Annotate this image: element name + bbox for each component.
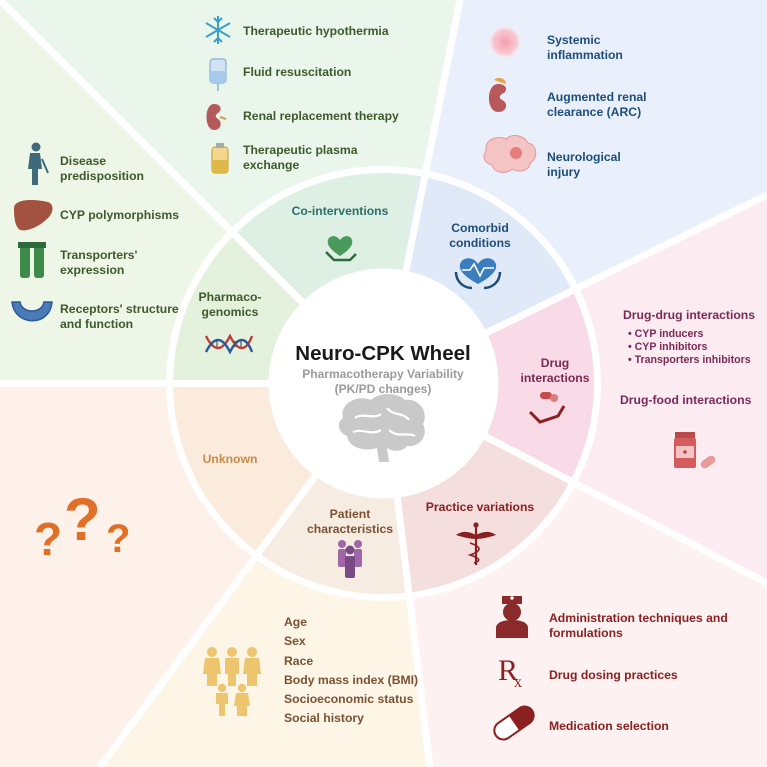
co-item-plasma-line2: exchange bbox=[243, 158, 300, 172]
question-mark-icon-large: ? bbox=[64, 486, 101, 553]
kidney-adrenal-icon bbox=[489, 77, 507, 112]
center-brain-icon bbox=[338, 394, 425, 462]
nurse-icon bbox=[496, 596, 528, 638]
comorbid-item-neuro-line2: injury bbox=[547, 165, 581, 179]
practice-item-administration-line1: Administration techniques and bbox=[549, 611, 728, 625]
ddi-bullet-cyp-inhibitors: • CYP inhibitors bbox=[628, 341, 708, 353]
person-icon bbox=[28, 142, 49, 185]
dna-icon bbox=[204, 333, 254, 355]
medicine-bottle-icon bbox=[674, 432, 716, 469]
pharmaco-item-transporters: Transporters' expression bbox=[60, 248, 137, 278]
segment-label-drug-line2: interactions bbox=[520, 371, 590, 385]
inflammation-icon bbox=[488, 25, 522, 59]
wheel-subtitle-line2: (PK/PD changes) bbox=[334, 381, 432, 396]
question-mark-icon: ? bbox=[34, 513, 62, 565]
patient-item-bmi: Body mass index (BMI) bbox=[284, 673, 419, 687]
practice-item-administration-line2: formulations bbox=[549, 626, 623, 640]
co-item-hypothermia: Therapeutic hypothermia bbox=[243, 24, 389, 38]
heartbeat-hands-icon bbox=[454, 258, 502, 290]
comorbid-item-neuro-line1: Neurological bbox=[547, 150, 621, 164]
segment-label-pharmaco-line1: Pharmaco- bbox=[198, 290, 262, 304]
rx-icon: R bbox=[498, 654, 518, 687]
pharmaco-item-receptors: Receptors' structure and function bbox=[60, 302, 179, 332]
snowflake-icon bbox=[205, 16, 231, 44]
segment-label-patient-line1: Patient bbox=[329, 507, 371, 521]
plasma-bag-icon bbox=[211, 143, 229, 174]
receptor-icon bbox=[11, 301, 53, 322]
segment-label-pharmaco: Pharmaco- genomics bbox=[180, 290, 280, 320]
co-item-fluid: Fluid resuscitation bbox=[243, 65, 352, 79]
patient-item-age: Age bbox=[284, 615, 308, 629]
ddi-heading: Drug-drug interactions bbox=[623, 308, 756, 322]
patient-item-ses: Socioeconomic status bbox=[284, 692, 414, 706]
segment-label-unknown: Unknown bbox=[202, 452, 258, 466]
pharmaco-item-receptors-line1: Receptors' structure bbox=[60, 302, 179, 316]
pharmaco-item-receptors-line2: and function bbox=[60, 317, 134, 331]
pharmaco-item-transporters-line1: Transporters' bbox=[60, 248, 138, 262]
pharmaco-item-disease-line2: predisposition bbox=[60, 169, 144, 183]
pill-hand-icon bbox=[528, 392, 566, 424]
pharmaco-item-transporters-line2: expression bbox=[60, 263, 125, 277]
patient-item-sex: Sex bbox=[284, 634, 306, 648]
kidney-icon bbox=[206, 104, 227, 130]
co-item-plasma: Therapeutic plasma exchange bbox=[243, 143, 357, 173]
segment-label-practice: Practice variations bbox=[425, 500, 535, 514]
segment-label-patient: Patient characteristics bbox=[292, 507, 408, 537]
pharmaco-item-cyp: CYP polymorphisms bbox=[60, 208, 179, 222]
practice-item-administration: Administration techniques and formulatio… bbox=[549, 611, 728, 641]
ddi-bullet-transporters: • Transporters inhibitors bbox=[628, 354, 751, 366]
people-group-icon bbox=[338, 540, 362, 578]
segment-label-comorbid: Comorbid conditions bbox=[430, 221, 530, 251]
comorbid-item-neuro: Neurological injury bbox=[547, 150, 621, 180]
practice-item-selection: Medication selection bbox=[549, 719, 669, 733]
comorbid-item-arc-line2: clearance (ARC) bbox=[547, 105, 642, 119]
transporter-icon bbox=[18, 242, 46, 278]
question-mark-icon-small: ? bbox=[106, 517, 130, 561]
ddi-bullet-cyp-inducers: • CYP inducers bbox=[628, 328, 704, 340]
segment-label-comorbid-line1: Comorbid bbox=[451, 221, 509, 235]
dfi-heading: Drug-food interactions bbox=[620, 393, 752, 407]
comorbid-item-inflammation-line1: Systemic bbox=[547, 33, 601, 47]
rx-icon-subscript: x bbox=[514, 674, 522, 691]
wheel-title: Neuro-CPK Wheel bbox=[295, 342, 471, 365]
comorbid-item-inflammation: Systemic inflammation bbox=[547, 33, 623, 63]
comorbid-item-inflammation-line2: inflammation bbox=[547, 48, 623, 62]
segment-label-comorbid-line2: conditions bbox=[449, 236, 511, 250]
capsule-icon bbox=[493, 705, 535, 741]
co-item-renal: Renal replacement therapy bbox=[243, 109, 399, 123]
liver-icon bbox=[14, 200, 53, 231]
wheel-subtitle: Pharmacotherapy Variability (PK/PD chang… bbox=[283, 367, 483, 396]
patient-item-race: Race bbox=[284, 654, 314, 668]
caduceus-icon bbox=[456, 522, 496, 565]
segment-label-co-interventions: Co-interventions bbox=[291, 204, 389, 218]
segment-label-patient-line2: characteristics bbox=[306, 522, 394, 536]
pharmaco-item-disease-line1: Disease bbox=[60, 154, 107, 168]
segment-label-drug-line1: Drug bbox=[540, 356, 570, 370]
iv-bag-icon bbox=[209, 58, 227, 91]
brain-icon bbox=[483, 135, 537, 173]
practice-item-dosing: Drug dosing practices bbox=[549, 668, 678, 682]
co-item-plasma-line1: Therapeutic plasma bbox=[243, 143, 358, 157]
comorbid-item-arc-line1: Augmented renal bbox=[547, 90, 647, 104]
segment-label-pharmaco-line2: genomics bbox=[201, 305, 259, 319]
heart-hand-icon bbox=[325, 236, 357, 262]
patient-item-social: Social history bbox=[284, 711, 364, 725]
comorbid-item-arc: Augmented renal clearance (ARC) bbox=[547, 90, 647, 120]
pharmaco-item-disease: Disease predisposition bbox=[60, 154, 144, 184]
family-icon bbox=[203, 647, 261, 716]
segment-label-drug-interactions: Drug interactions bbox=[505, 356, 605, 386]
center-hub bbox=[268, 268, 499, 499]
wheel-subtitle-line1: Pharmacotherapy Variability bbox=[302, 367, 464, 381]
